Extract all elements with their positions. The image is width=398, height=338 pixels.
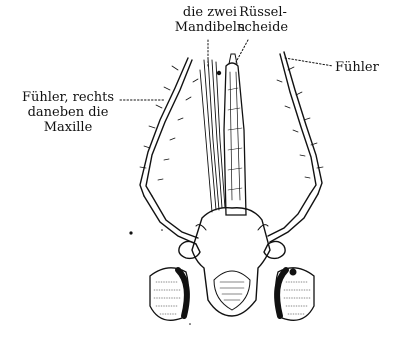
leader-fuehler-right [285,58,333,66]
proboscis-sheath [224,54,246,215]
right-antenna [268,52,323,242]
label-fuehler-left-line3: Maxille [3,120,133,135]
speck [129,231,132,234]
label-ruesselscheide: Rüssel- scheide [228,5,298,35]
speck [189,323,191,325]
leader-ruessel [236,40,248,62]
label-fuehler-left-line2: daneben die [3,105,133,120]
speck [161,229,163,231]
left-antenna [140,58,198,244]
label-fuehler-left-line1: Fühler, rechts [3,90,133,105]
label-fuehler-right: Fühler [335,60,379,75]
speck [217,71,221,75]
label-ruessel-line2: scheide [228,20,298,35]
head-capsule [179,208,285,316]
label-ruessel-line1: Rüssel- [228,5,298,20]
speck [290,269,297,276]
label-fuehler-left: Fühler, rechts daneben die Maxille [3,90,133,135]
mandible-stylets [200,58,225,212]
